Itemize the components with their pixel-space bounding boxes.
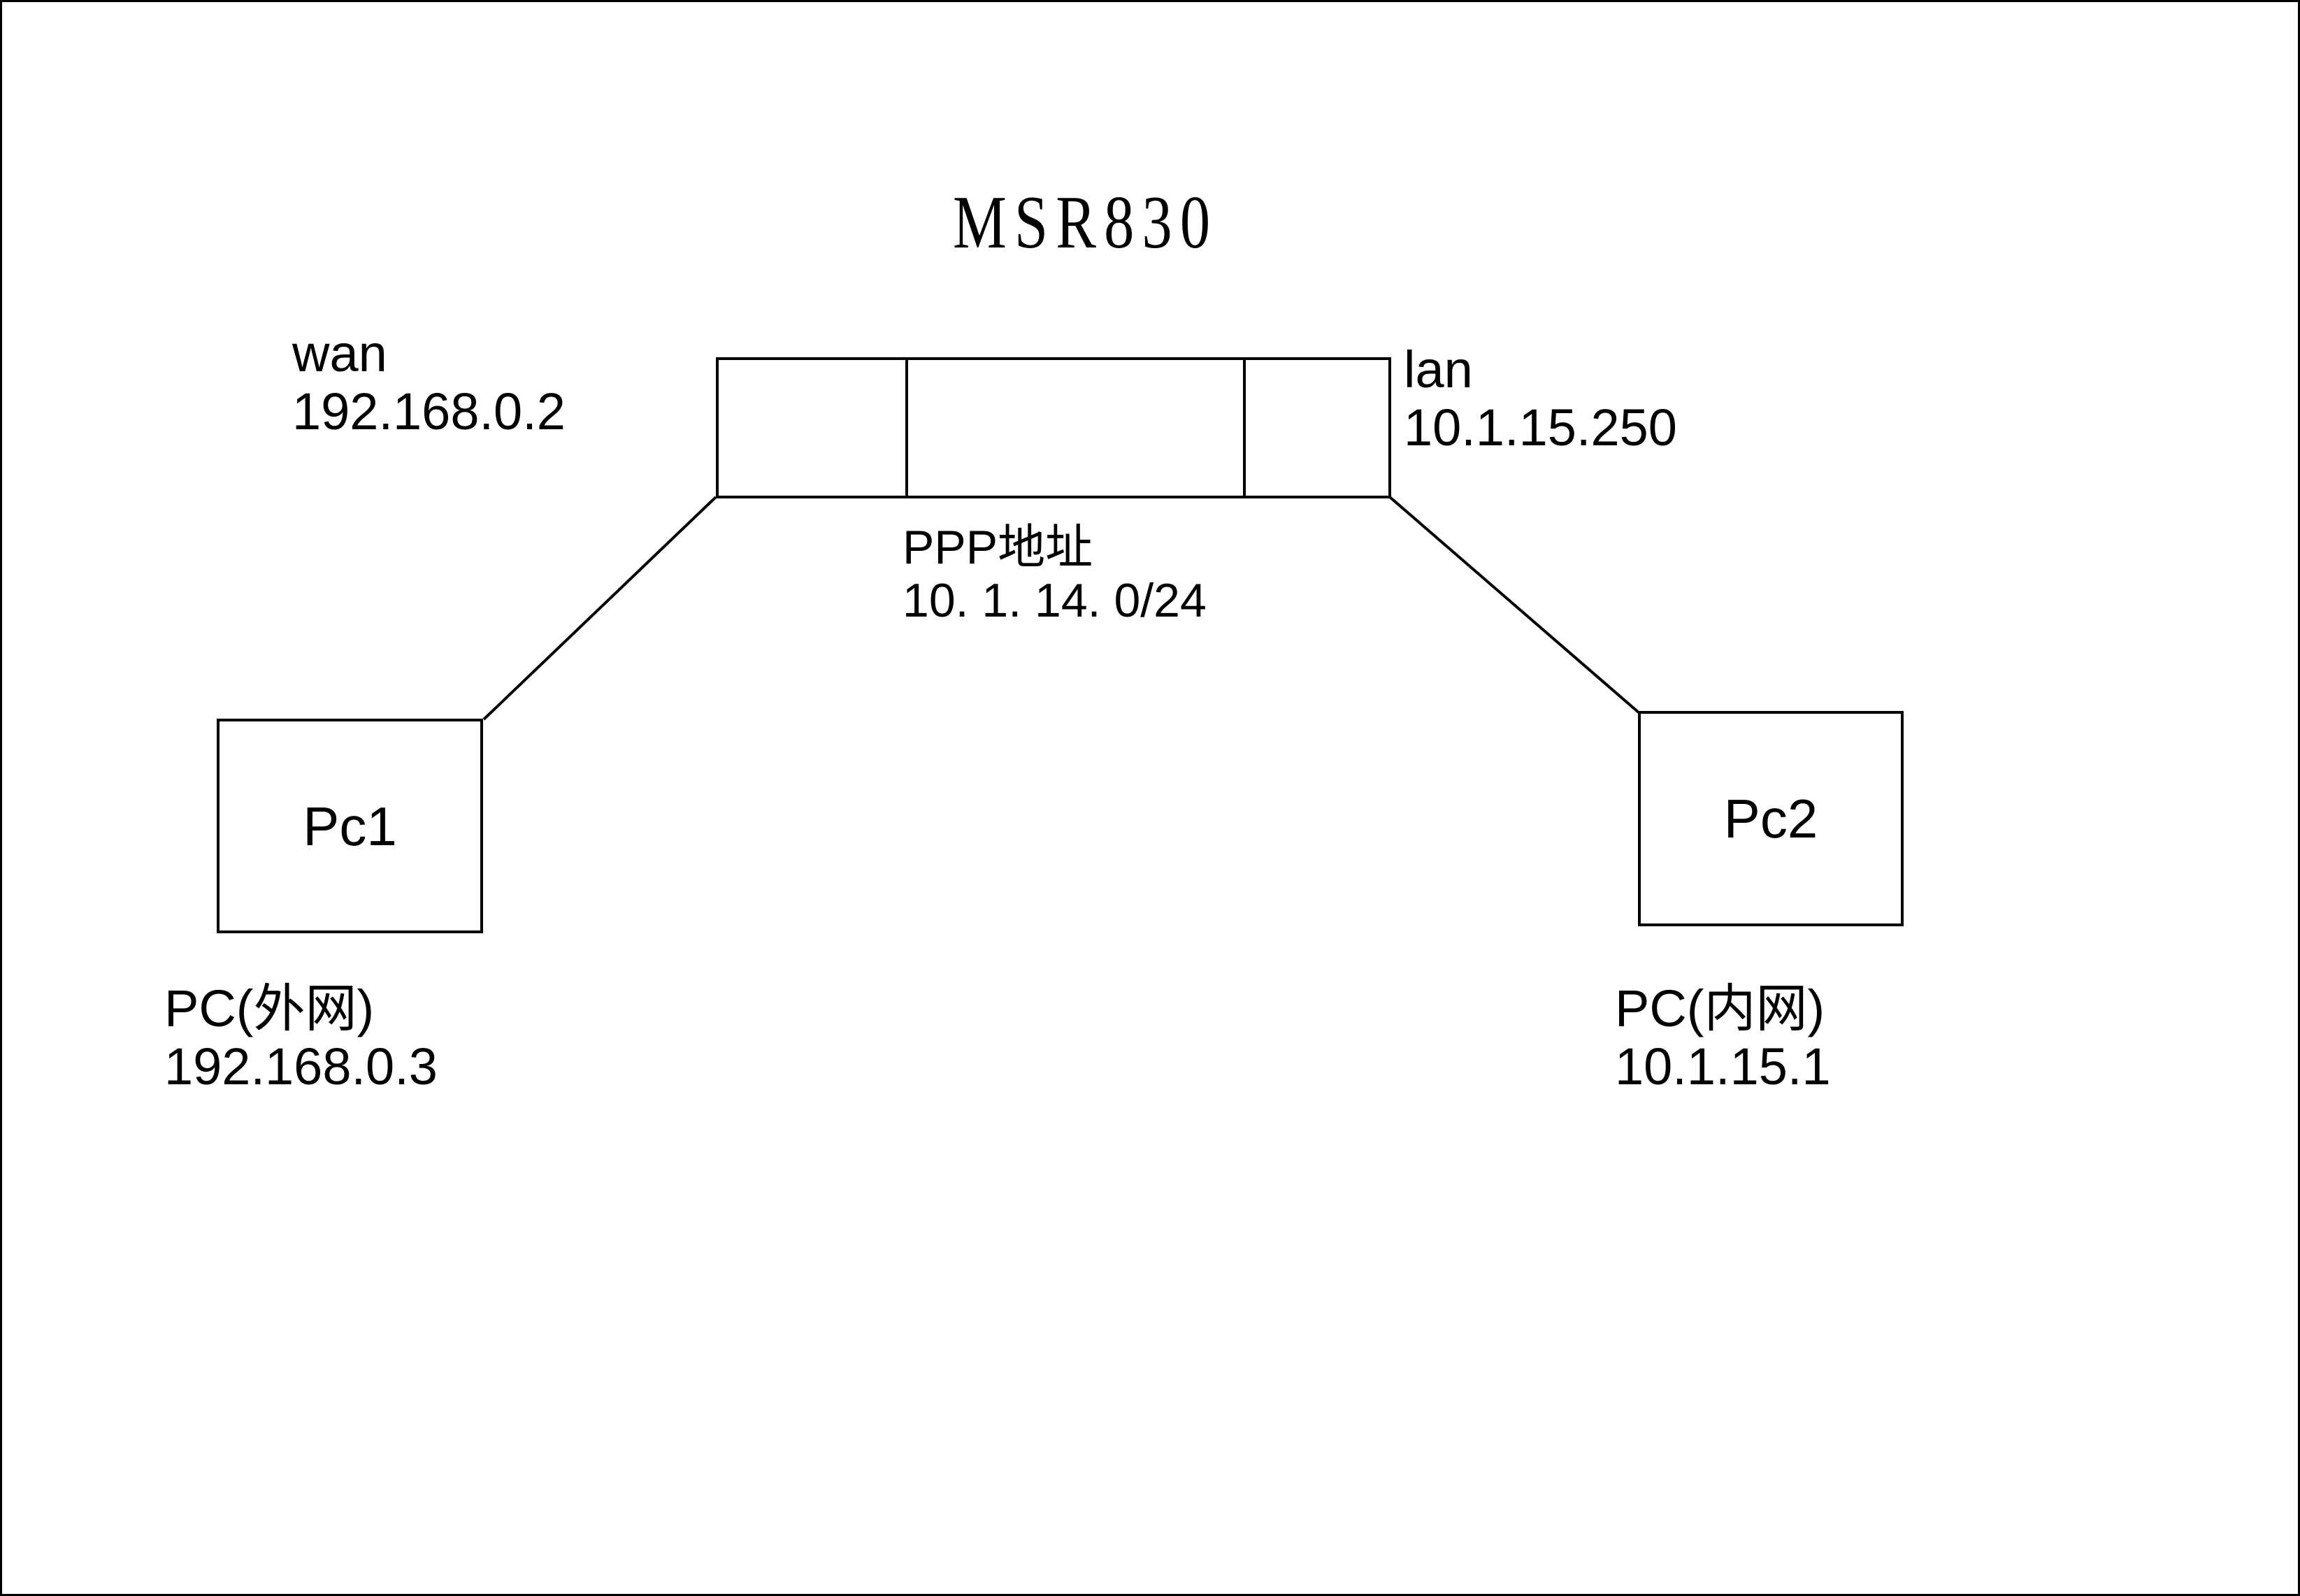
host-pc1-caption-name: PC(外网) [164,979,375,1037]
host-box-pc1: Pc1 [217,719,483,933]
router-device-msr830 [716,357,1391,498]
ppp-address-title: PPP地址 [903,521,1093,574]
lan-interface-address: 10.1.15.250 [1404,398,1677,456]
host-box-pc2-label: Pc2 [1723,788,1818,849]
host-pc1-caption-address: 192.168.0.3 [164,1037,438,1095]
lan-interface-label: lan 10.1.15.250 [1404,340,1677,457]
host-pc2-caption-name: PC(内网) [1615,979,1825,1037]
router-segment-divider-1 [905,360,908,496]
diagram-title: MSR830 [953,181,1219,264]
ppp-address-label: PPP地址 10. 1. 14. 0/24 [903,521,1207,627]
host-pc1-caption: PC(外网) 192.168.0.3 [164,979,438,1096]
wan-interface-label: wan 192.168.0.2 [292,324,566,441]
host-box-pc1-label: Pc1 [303,795,397,857]
host-box-pc2: Pc2 [1638,711,1904,926]
host-pc2-caption: PC(内网) 10.1.15.1 [1615,979,1831,1096]
router-segment-divider-2 [1243,360,1246,496]
ppp-address-value: 10. 1. 14. 0/24 [903,574,1207,628]
wan-interface-address: 192.168.0.2 [292,382,566,440]
host-pc2-caption-address: 10.1.15.1 [1615,1037,1831,1095]
wan-interface-name: wan [292,324,387,382]
lan-interface-name: lan [1404,340,1473,398]
link-line-router-to-pc2 [1388,496,1641,714]
link-line-router-to-pc1 [482,496,717,721]
